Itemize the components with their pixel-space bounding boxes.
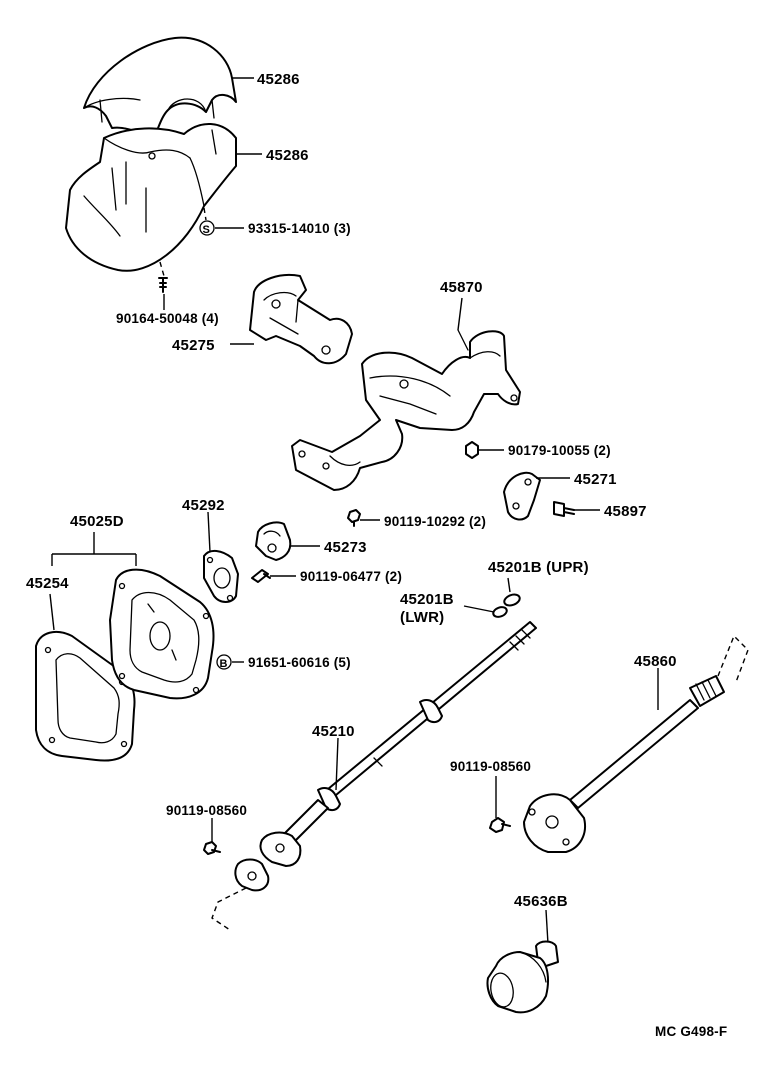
column-bracket-45870 xyxy=(291,329,521,491)
boot-45636b xyxy=(486,940,559,1014)
bolt-icon xyxy=(203,841,221,855)
label-45025d: 45025D xyxy=(70,513,124,530)
label-45286-upper: 45286 xyxy=(257,71,300,88)
label-45254: 45254 xyxy=(26,575,69,592)
label-90119-10292: 90119-10292 (2) xyxy=(384,514,486,529)
bolt-icon xyxy=(251,569,271,583)
cover-plate-45025d xyxy=(109,568,215,700)
label-45210: 45210 xyxy=(312,723,355,740)
label-93315-14010: 93315-14010 (3) xyxy=(248,221,351,236)
leader-45210 xyxy=(335,737,339,791)
dash-lower-shaft xyxy=(211,887,247,931)
label-45201b-lwr-pos: (LWR) xyxy=(400,609,444,626)
screw-icon xyxy=(158,277,168,293)
leader-45870 xyxy=(457,297,463,331)
label-45897: 45897 xyxy=(604,503,647,520)
leader-45254 xyxy=(49,593,55,631)
leader-45201b-upr xyxy=(507,577,511,593)
snap-ring-lower xyxy=(492,606,508,618)
gasket-45254 xyxy=(35,630,136,762)
label-45292: 45292 xyxy=(182,497,225,514)
label-45271: 45271 xyxy=(574,471,617,488)
label-45201b-lwr: 45201B xyxy=(400,591,454,608)
dash-90164 xyxy=(159,261,165,277)
label-45201b-upr: 45201B (UPR) xyxy=(488,559,589,576)
label-90164-50048: 90164-50048 (4) xyxy=(116,311,219,326)
bracket-45275 xyxy=(249,274,353,365)
bearing-plate-45292 xyxy=(203,550,239,603)
bolt-icon xyxy=(347,509,361,527)
label-45286-lower: 45286 xyxy=(266,147,309,164)
b-mark-icon: B xyxy=(216,654,232,670)
label-45273: 45273 xyxy=(324,539,367,556)
leader-45292 xyxy=(207,511,211,553)
label-45636b: 45636B xyxy=(514,893,568,910)
svg-text:B: B xyxy=(220,658,228,670)
leader-45636b xyxy=(545,909,549,945)
bushing-45273 xyxy=(255,521,292,561)
label-90119-08560-right: 90119-08560 xyxy=(450,759,531,774)
bracket-45025d xyxy=(51,532,137,566)
label-45870: 45870 xyxy=(440,279,483,296)
column-cover-upper xyxy=(83,36,237,141)
label-90119-08560-left: 90119-08560 xyxy=(166,803,247,818)
bolt-icon xyxy=(553,501,575,517)
svg-text:S: S xyxy=(203,224,211,236)
intermediate-shaft-45860 xyxy=(523,675,725,853)
label-90119-06477: 90119-06477 (2) xyxy=(300,569,402,584)
dash-93315 xyxy=(203,207,207,221)
s-mark-icon: S xyxy=(199,220,215,236)
label-45860: 45860 xyxy=(634,653,677,670)
dash-intermediate-shaft xyxy=(717,634,749,683)
snap-ring-upper xyxy=(503,593,521,607)
leader-45201b-lwr xyxy=(463,605,495,613)
steering-main-shaft-45210 xyxy=(234,621,537,892)
column-cover-lower xyxy=(65,122,237,272)
bolt-icon xyxy=(489,817,511,833)
figure-code: MC G498-F xyxy=(655,1024,727,1039)
label-45275: 45275 xyxy=(172,337,215,354)
clip-45271 xyxy=(503,471,541,521)
label-90179-10055: 90179-10055 (2) xyxy=(508,443,611,458)
nut-icon xyxy=(465,441,479,459)
label-91651-60616: 91651-60616 (5) xyxy=(248,655,351,670)
